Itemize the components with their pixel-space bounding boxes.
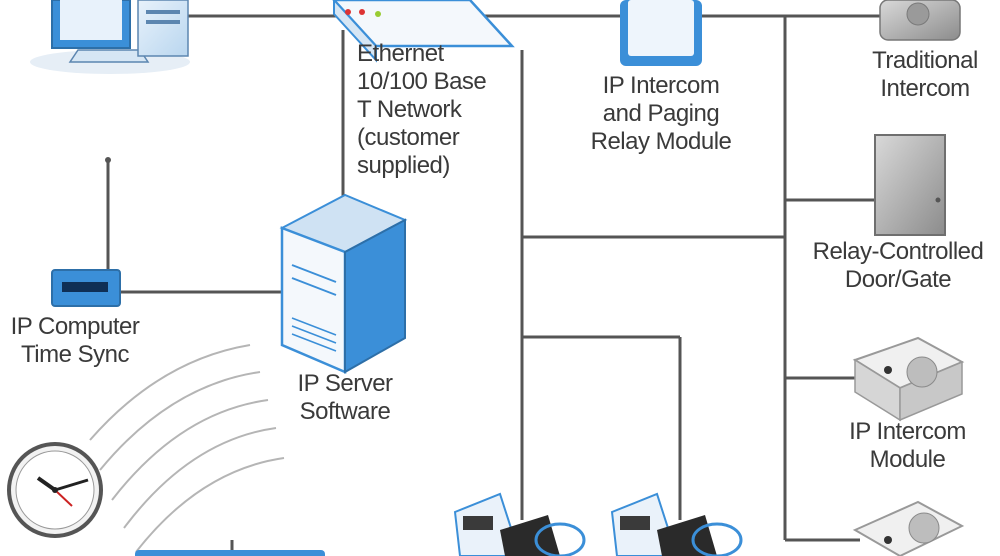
ip-phone-icon-1 [453, 492, 586, 556]
time-sync-device-icon [51, 157, 121, 307]
label-intercom-module: IP Intercom Module [849, 418, 966, 473]
label-server: IP Server Software [297, 370, 393, 425]
wireless-signal-icon [89, 344, 285, 553]
server-tower-icon [279, 193, 408, 374]
ip-intercom-module-icon [852, 336, 965, 422]
wall-clock-icon [7, 442, 103, 538]
ip-phone-icon-2 [610, 492, 743, 556]
relay-module-icon [620, 0, 702, 66]
label-time-sync: IP Computer Time Sync [10, 313, 140, 368]
connection-lines [120, 14, 900, 542]
wireless-base-icon [135, 540, 325, 556]
door-gate-icon [874, 134, 946, 236]
label-traditional-intercom: Traditional Intercom [872, 47, 978, 102]
label-relay-module: IP Intercom and Paging Relay Module [590, 72, 732, 155]
label-door-gate: Relay-Controlled Door/Gate [812, 238, 984, 293]
traditional-intercom-icon [879, 0, 961, 41]
label-ethernet: Ethernet 10/100 Base T Network (customer… [357, 40, 487, 179]
ethernet-switch-icon [332, 0, 515, 63]
desktop-computer-icon [30, 0, 190, 74]
ip-intercom-module-icon-2 [852, 500, 965, 556]
